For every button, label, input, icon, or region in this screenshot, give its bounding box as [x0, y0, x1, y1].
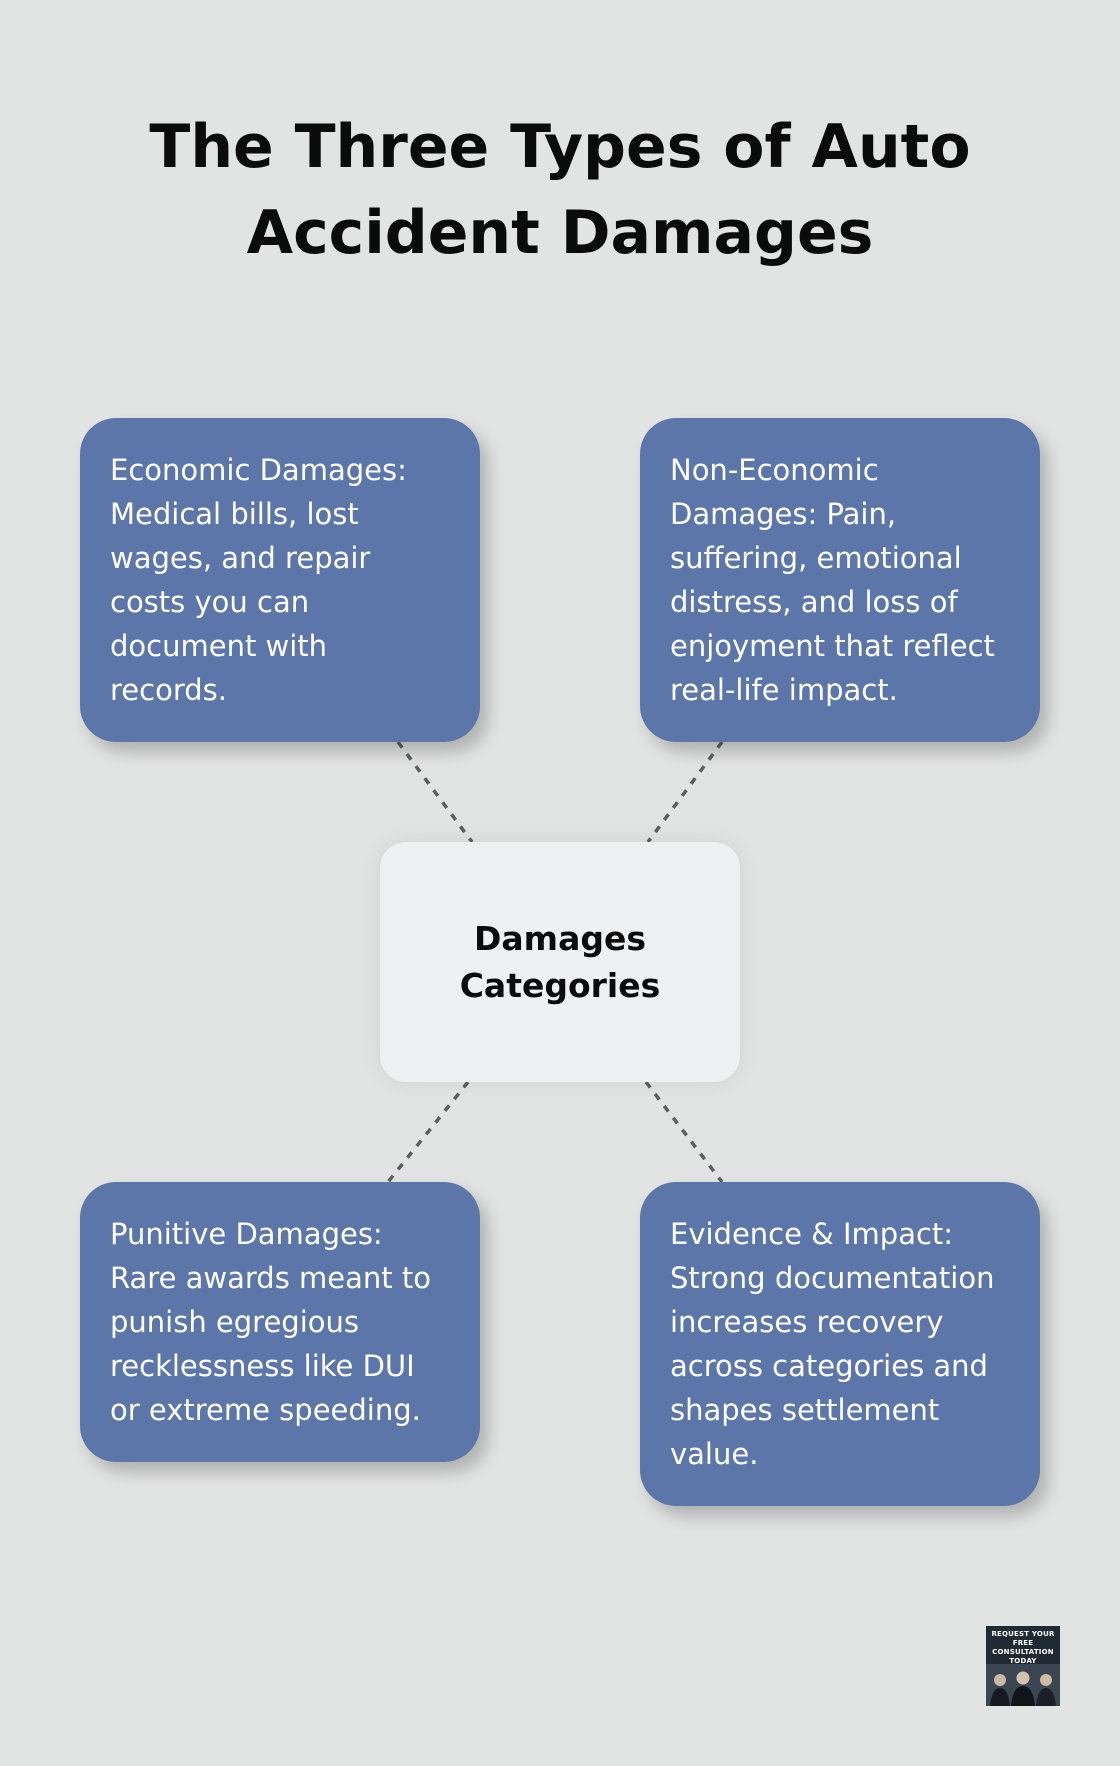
attorneys-photo-icon — [986, 1664, 1060, 1706]
page-title-line-1: The Three Types of Auto — [149, 112, 971, 182]
economic-damages-card: Economic Damages: Medical bills, lost wa… — [80, 418, 480, 742]
damages-categories-label: Damages Categories — [459, 919, 661, 1005]
non-economic-damages-text: Non-Economic Damages: Pain, suffering, e… — [670, 453, 995, 707]
consultation-badge-text: REQUEST YOUR FREE CONSULTATION TODAY — [991, 1630, 1055, 1665]
connector-noneconomic — [646, 740, 724, 844]
damages-categories-node: Damages Categories — [380, 842, 740, 1082]
non-economic-damages-card: Non-Economic Damages: Pain, suffering, e… — [640, 418, 1040, 742]
connector-evidence — [644, 1080, 724, 1184]
evidence-impact-card: Evidence & Impact: Strong documentation … — [640, 1182, 1040, 1506]
evidence-impact-text: Evidence & Impact: Strong documentation … — [670, 1217, 995, 1471]
connector-punitive — [386, 1080, 470, 1184]
consultation-badge[interactable]: REQUEST YOUR FREE CONSULTATION TODAY — [986, 1626, 1060, 1706]
connector-economic — [396, 740, 474, 844]
page-title: The Three Types of Auto Accident Damages — [0, 104, 1120, 276]
punitive-damages-text: Punitive Damages: Rare awards meant to p… — [110, 1217, 431, 1427]
economic-damages-text: Economic Damages: Medical bills, lost wa… — [110, 453, 407, 707]
punitive-damages-card: Punitive Damages: Rare awards meant to p… — [80, 1182, 480, 1462]
page-title-line-2: Accident Damages — [246, 198, 874, 268]
